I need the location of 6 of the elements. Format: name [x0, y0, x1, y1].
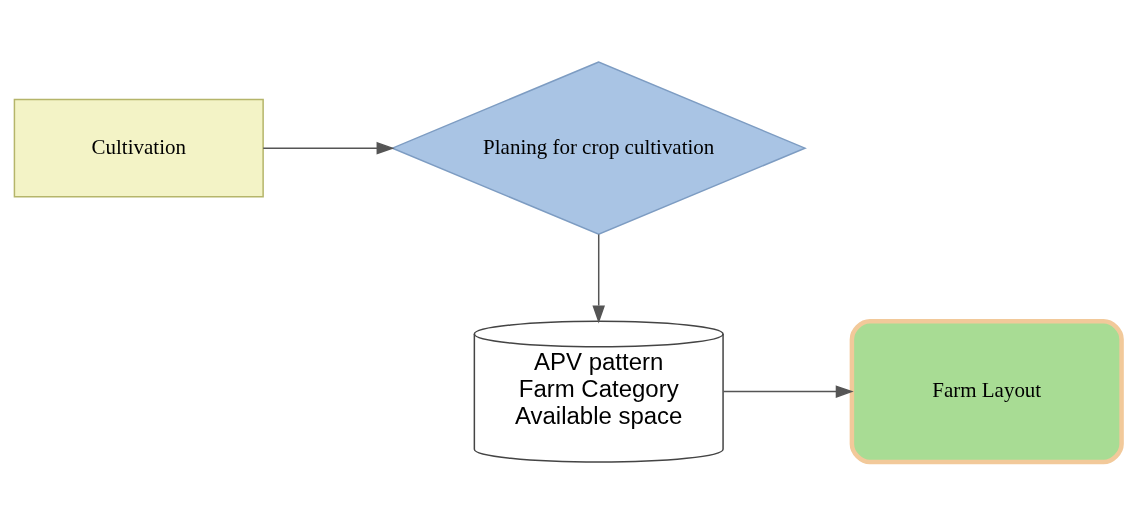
- arrow: [262, 141, 395, 154]
- arrow: [722, 384, 854, 398]
- node-box: Cultivation: [13, 98, 264, 198]
- node-box: Farm Layout: [849, 318, 1124, 464]
- arrow: [592, 233, 605, 323]
- node-diamond: Planing for crop cultivation: [390, 60, 807, 235]
